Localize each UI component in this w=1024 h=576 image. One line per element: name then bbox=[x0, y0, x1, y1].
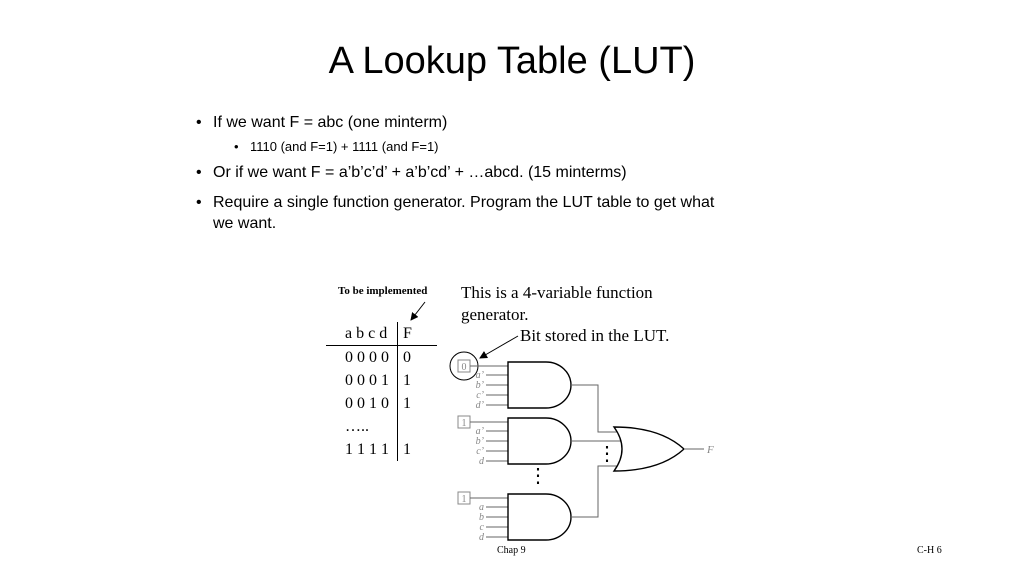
table-row: 0 0 0 0 0 bbox=[326, 346, 437, 369]
gate-input-label: d bbox=[479, 456, 485, 467]
lut-bit-box: 1 bbox=[457, 415, 471, 429]
gate-input-label: b’ bbox=[476, 436, 485, 447]
gate-input-label: c’ bbox=[476, 446, 484, 457]
row-output: 1 bbox=[397, 369, 437, 392]
footer-page: C-H 6 bbox=[917, 545, 942, 556]
bullet-fifteen-minterms: Or if we want F = a’b’c’d’ + a’b’cd’ + …… bbox=[196, 162, 716, 183]
row-inputs: 0 0 1 0 bbox=[345, 395, 389, 412]
gate-input-label: a bbox=[479, 502, 484, 513]
lut-bit-value: 0 bbox=[462, 362, 467, 373]
bit-stored-arrow bbox=[479, 335, 519, 359]
row-output: 1 bbox=[397, 438, 437, 461]
to-be-implemented-arrow bbox=[410, 301, 426, 321]
to-be-implemented-label: To be implemented bbox=[338, 285, 428, 297]
lut-bit-value: 1 bbox=[462, 418, 467, 429]
lut-bit-box: 0 bbox=[457, 359, 471, 373]
truth-table-header: a b c d F bbox=[326, 322, 437, 346]
header-inputs: a b c d bbox=[345, 325, 388, 342]
table-row: 0 0 1 0 1 bbox=[326, 392, 437, 415]
footer-chapter: Chap 9 bbox=[497, 545, 526, 556]
row-output bbox=[397, 415, 437, 438]
table-row: ….. bbox=[326, 415, 437, 438]
lut-bit-box: 1 bbox=[457, 491, 471, 505]
generator-note: This is a 4-variable function generator. bbox=[461, 283, 653, 324]
bit-stored-note: Bit stored in the LUT. bbox=[520, 326, 670, 345]
vertical-ellipsis-gates: ⋮ bbox=[528, 465, 548, 487]
output-label: F bbox=[706, 444, 714, 456]
and-gate bbox=[507, 417, 572, 465]
gate-input-label: c bbox=[480, 522, 485, 533]
vertical-ellipsis-inputs: ⋮ bbox=[597, 443, 617, 465]
bullet-one-minterm: If we want F = abc (one minterm) bbox=[196, 112, 716, 133]
row-inputs: ….. bbox=[345, 418, 369, 435]
table-row: 1 1 1 1 1 bbox=[326, 438, 437, 461]
sub-bullet-minterms: 1110 (and F=1) + 1111 (and F=1) bbox=[234, 138, 716, 156]
header-output: F bbox=[397, 322, 437, 345]
slide-title: A Lookup Table (LUT) bbox=[328, 40, 696, 82]
row-inputs: 0 0 0 0 bbox=[345, 349, 389, 366]
row-inputs: 1 1 1 1 bbox=[345, 441, 389, 458]
row-output: 1 bbox=[397, 392, 437, 415]
table-row: 0 0 0 1 1 bbox=[326, 369, 437, 392]
bullet-single-generator: Require a single function generator. Pro… bbox=[196, 192, 716, 234]
row-inputs: 0 0 0 1 bbox=[345, 372, 389, 389]
lut-bit-value: 1 bbox=[462, 494, 467, 505]
truth-table: a b c d F 0 0 0 0 0 0 0 0 1 1 0 0 1 0 1 … bbox=[326, 322, 437, 461]
row-output: 0 bbox=[397, 346, 437, 369]
gate-input-label: b’ bbox=[476, 380, 485, 391]
or-gate bbox=[612, 426, 686, 472]
gate-input-label: c’ bbox=[476, 390, 484, 401]
and-gate bbox=[507, 361, 572, 409]
and-gate bbox=[507, 493, 572, 541]
bullet-list: If we want F = abc (one minterm) 1110 (a… bbox=[196, 112, 716, 243]
gate-input-label: b bbox=[479, 512, 484, 523]
gate-input-label: a’ bbox=[476, 426, 485, 437]
gate-input-label: d’ bbox=[476, 400, 485, 411]
gate-input-label: d bbox=[479, 532, 485, 543]
gate-input-label: a’ bbox=[476, 370, 485, 381]
